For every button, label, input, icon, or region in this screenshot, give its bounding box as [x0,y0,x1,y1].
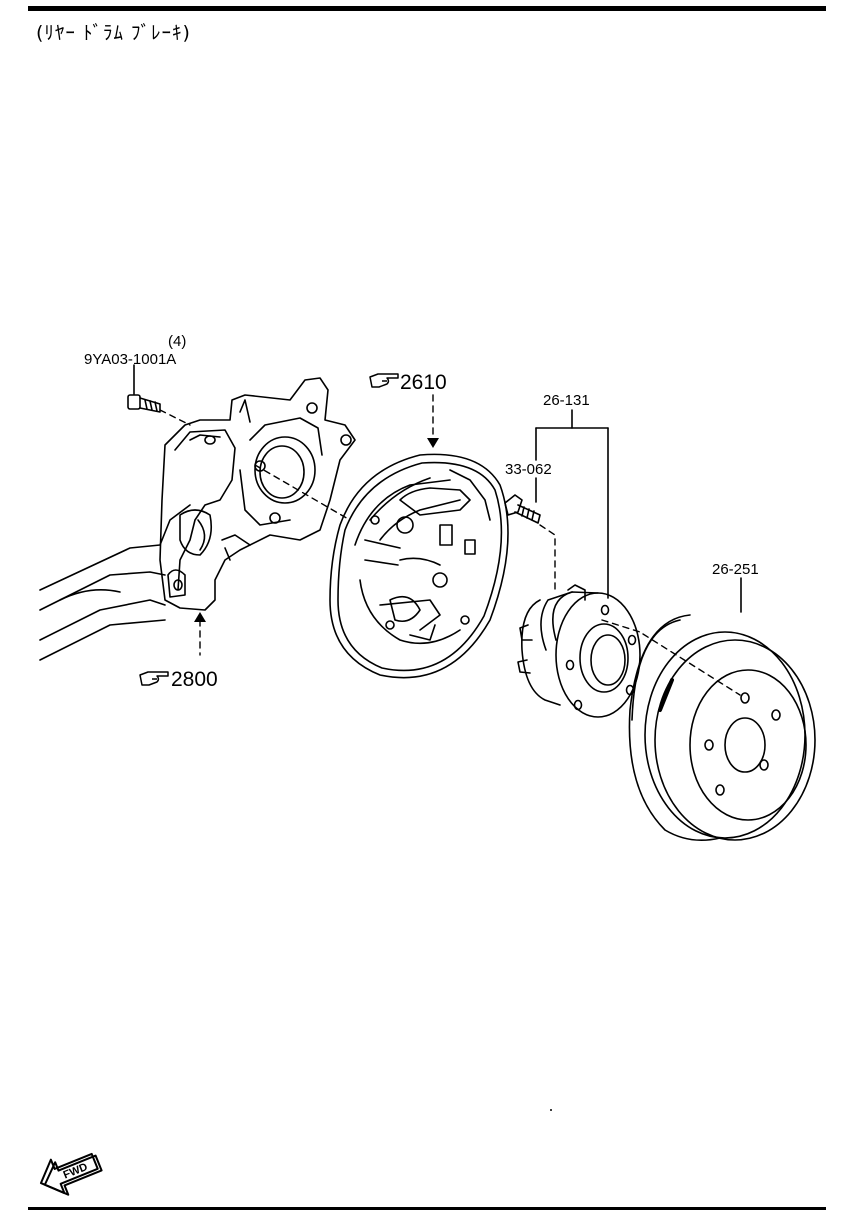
ref-label-knuckle: 2800 [171,668,218,691]
pointing-hand-icon [139,671,169,686]
fwd-arrow-icon: FWD [39,1152,103,1196]
brake-drum-drawing [628,614,816,841]
part-label-hub-assembly: 26-131 [543,392,590,409]
bolt-9ya03-drawing [127,394,161,413]
hub-bolt-drawing [504,494,541,524]
top-border [28,6,826,11]
bottom-border [28,1207,826,1210]
part-label-hub-bolt: 33-062 [505,461,552,478]
arrowheads [194,438,439,622]
part-label-drum: 26-251 [712,561,759,578]
leader-lines [133,364,742,613]
stray-dot [550,1109,552,1111]
ref-label-backing-plate: 2610 [400,371,447,394]
bolt-quantity-label: (4) [168,333,186,350]
assembly-lines [159,394,741,696]
axle-knuckle-drawing [39,377,356,661]
part-label-bolt: 9YA03-1001A [84,351,176,368]
backing-plate-drawing [329,453,509,679]
pointing-hand-icon [369,373,399,388]
hub-assembly-drawing [517,584,641,718]
page-title: (ﾘﾔｰ ﾄﾞﾗﾑ ﾌﾞﾚｰｷ) [36,22,191,44]
